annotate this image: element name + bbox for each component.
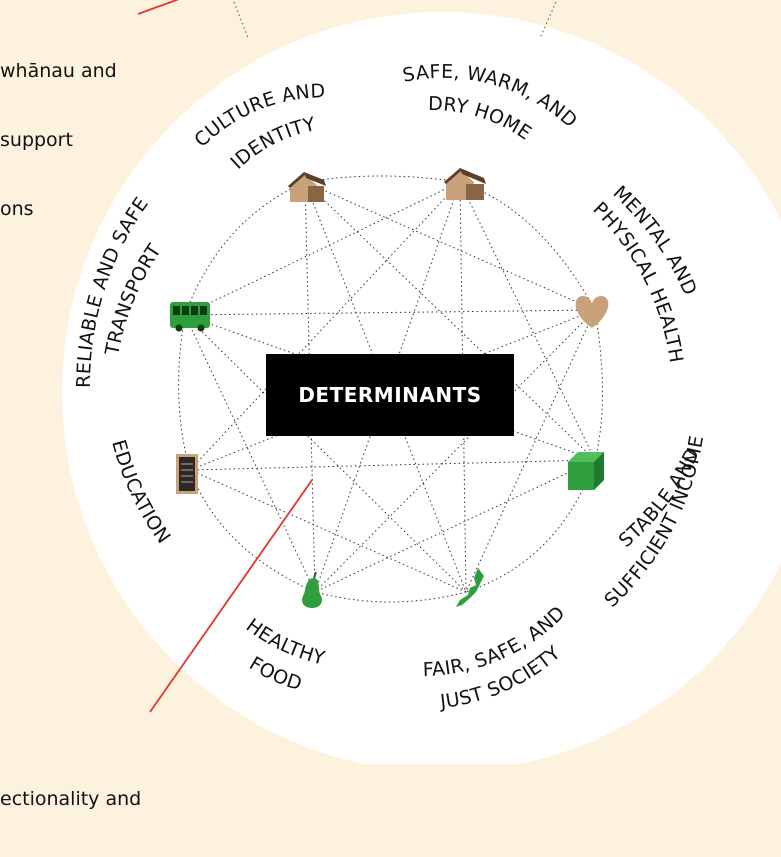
corner-text-top-left: whānau and support ons [0, 14, 117, 267]
corner-text-bottom-left: ectionality and [0, 742, 141, 857]
pointer-line-top [137, 0, 180, 15]
corner-text-line: support [0, 129, 73, 151]
house-icon [288, 172, 326, 202]
house-icon [444, 168, 486, 200]
center-box: DETERMINANTS [266, 354, 514, 436]
book-icon [176, 454, 198, 494]
pear-icon [302, 571, 322, 608]
heart-icon [575, 296, 609, 328]
top-connector-right [539, 1, 557, 39]
corner-text-line: whānau and [0, 60, 117, 82]
new-zealand-map-icon [456, 568, 484, 607]
bus-icon [170, 302, 210, 332]
money-icon [568, 452, 604, 490]
top-connector-left [233, 1, 249, 39]
center-label: DETERMINANTS [298, 383, 482, 407]
determinants-diagram: CULTURE AND IDENTITY SAFE, WARM, AND DRY… [0, 0, 781, 810]
pointer-line-bottom [149, 479, 313, 713]
corner-text-line: ectionality and [0, 788, 142, 810]
corner-text-line: ons [0, 198, 34, 220]
